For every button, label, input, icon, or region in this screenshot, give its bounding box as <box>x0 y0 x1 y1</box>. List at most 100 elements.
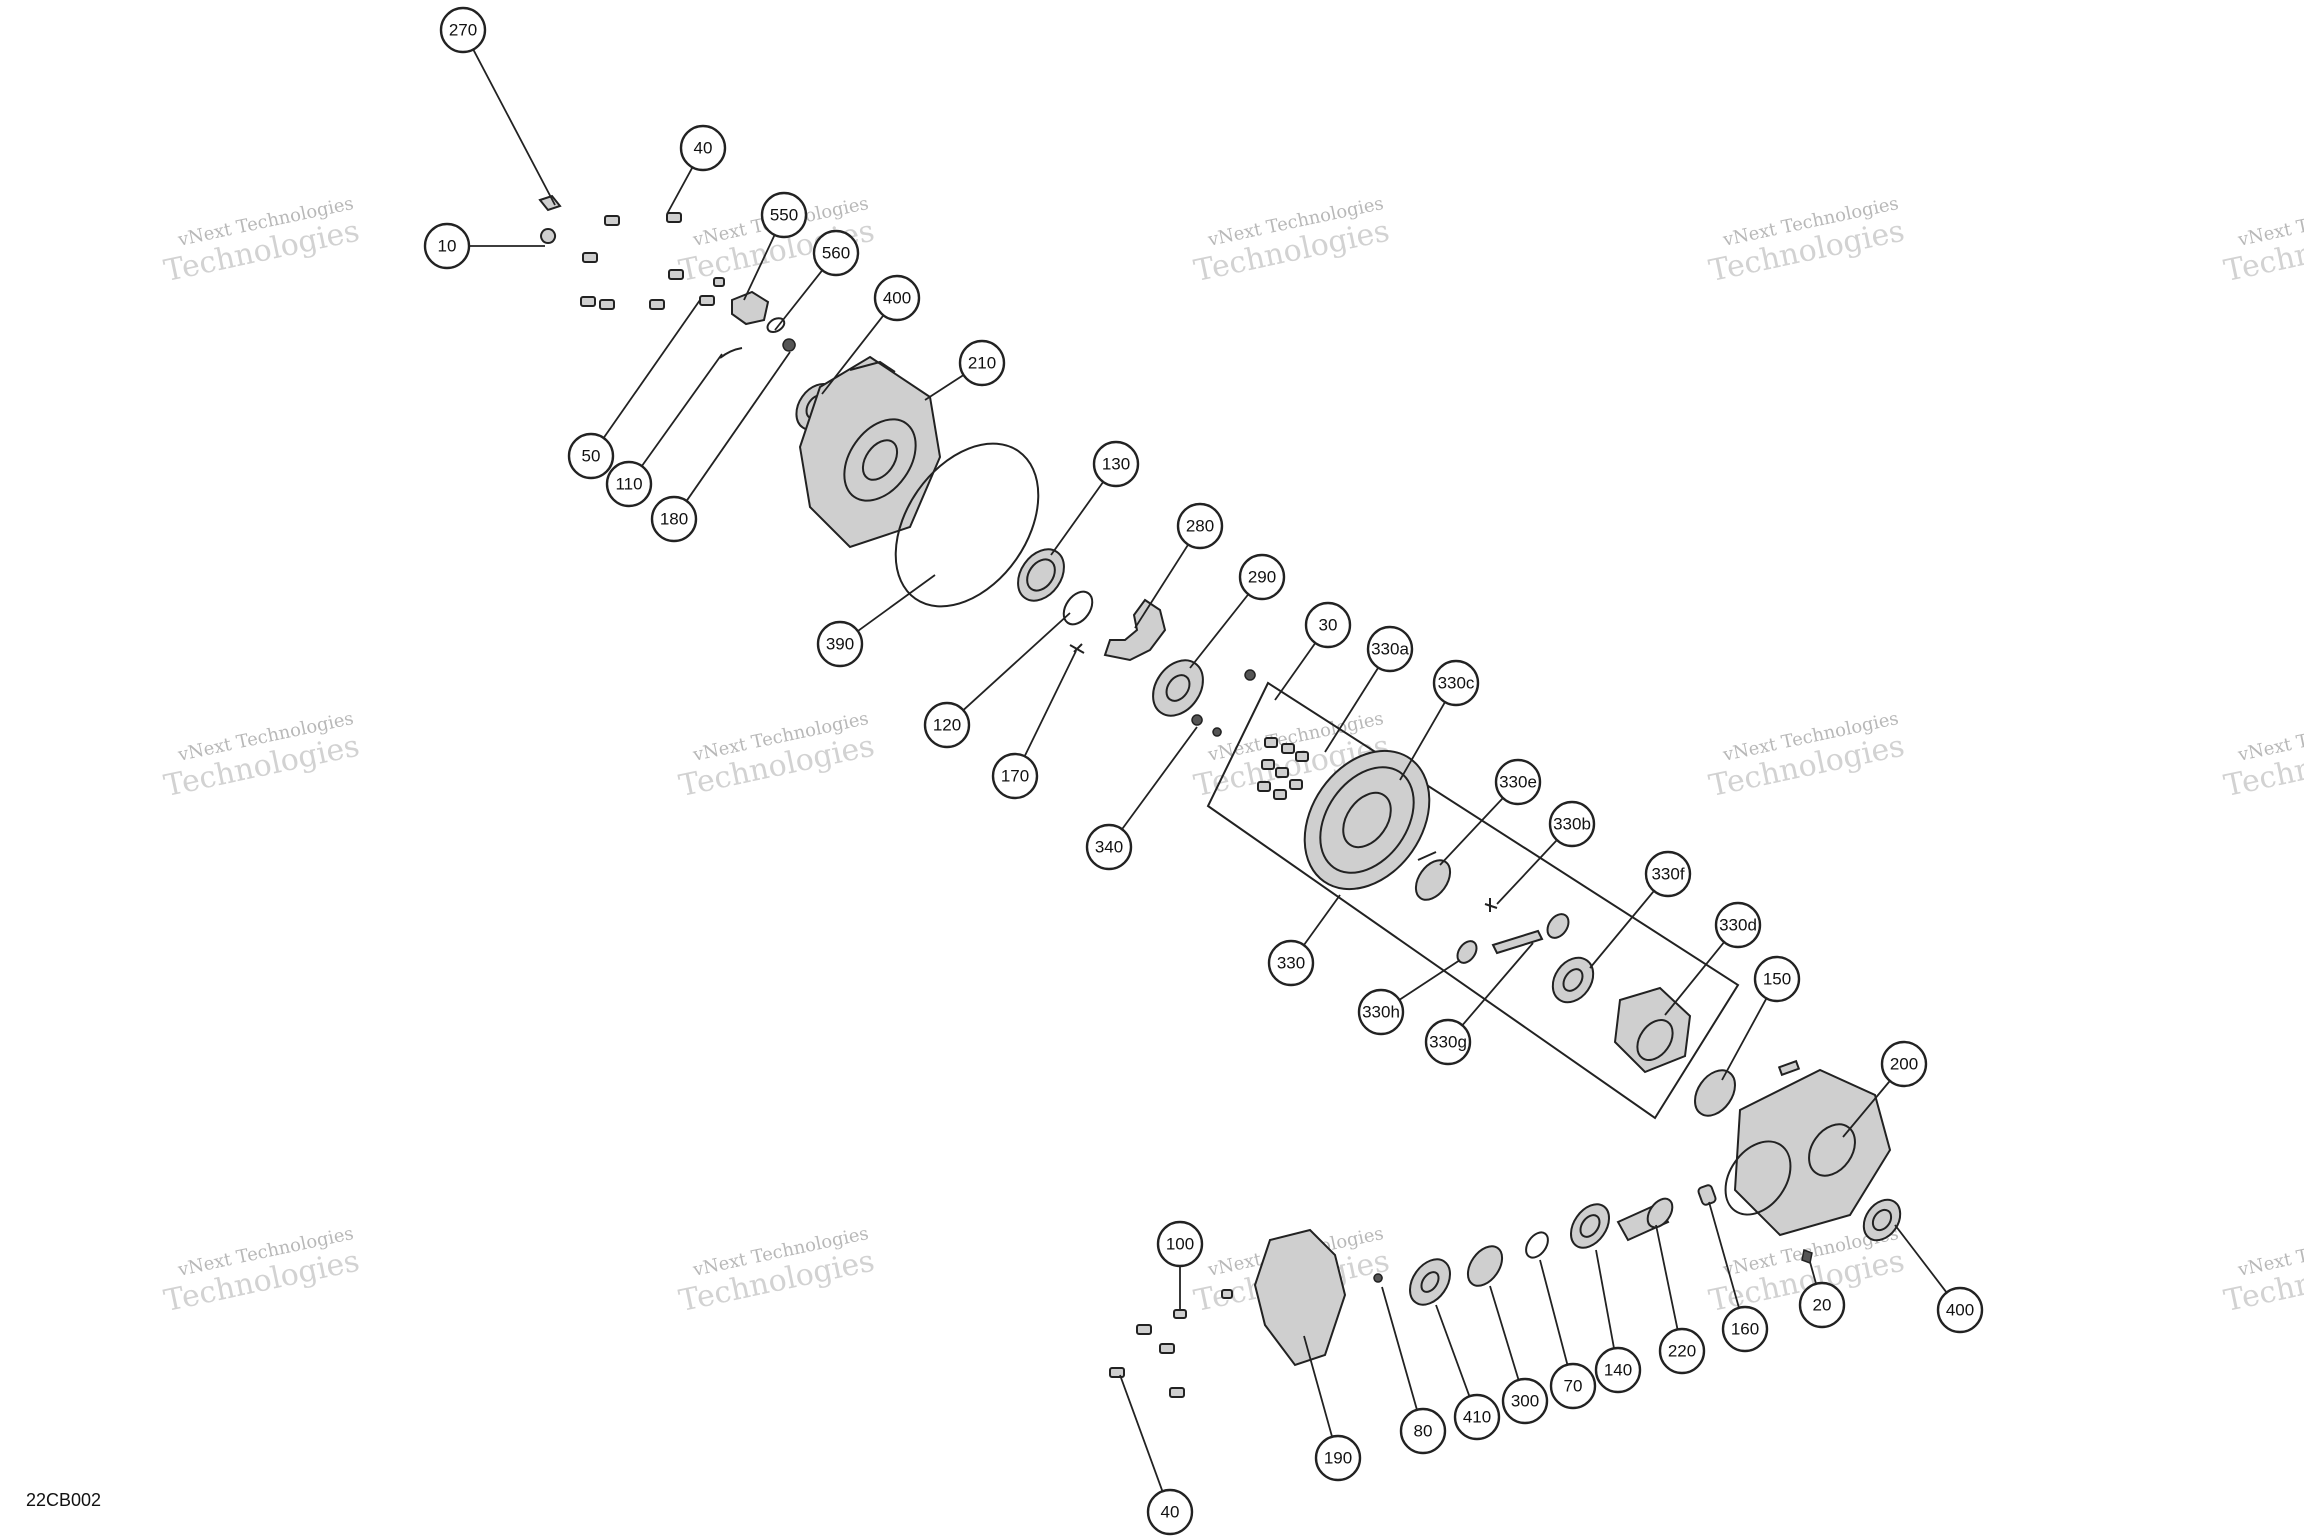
callout-circle <box>1453 1393 1501 1441</box>
callout-label: 330h <box>1362 1003 1400 1022</box>
callout-label: 560 <box>822 244 850 263</box>
leader-line <box>1439 797 1504 866</box>
callout-330b: 330b <box>1548 800 1596 848</box>
callout-circle <box>1501 1377 1549 1425</box>
callout-290: 290 <box>1238 553 1286 601</box>
callout-label: 150 <box>1763 970 1791 989</box>
leader-line <box>1721 997 1768 1081</box>
callout-210: 210 <box>958 339 1006 387</box>
callout-330a: 330a <box>1366 625 1414 673</box>
callout-label: 270 <box>449 21 477 40</box>
callout-label: 110 <box>615 475 642 494</box>
callout-label: 330f <box>1651 865 1684 884</box>
callout-label: 180 <box>660 510 688 529</box>
callout-410: 410 <box>1453 1393 1501 1441</box>
callout-label: 50 <box>582 447 601 466</box>
callout-circle <box>1721 1305 1769 1353</box>
bushing-part <box>1697 1184 1717 1206</box>
callout-label: 80 <box>1414 1422 1433 1441</box>
assembly-group-outline <box>1206 681 1740 1120</box>
callout-160: 160 <box>1721 1305 1769 1353</box>
callout-circle <box>1494 758 1542 806</box>
needle-bearing-part <box>1466 1245 1504 1287</box>
leader-line <box>1664 941 1725 1016</box>
leader-line <box>1119 1374 1164 1492</box>
leader-line <box>1121 726 1198 830</box>
leader-line <box>1496 839 1558 905</box>
callout-label: 100 <box>1166 1235 1194 1254</box>
callout-130: 130 <box>1092 440 1140 488</box>
callout-400: 400 <box>873 274 921 322</box>
callout-70: 70 <box>1549 1362 1597 1410</box>
leader-line <box>857 574 936 632</box>
callout-120: 120 <box>923 701 971 749</box>
leader-line <box>1274 642 1317 701</box>
callout-550: 550 <box>760 191 808 239</box>
side-gear-part <box>1546 913 1570 939</box>
callout-170: 170 <box>991 752 1039 800</box>
leader-line <box>666 166 694 215</box>
leader-line <box>962 612 1071 711</box>
housing-cover-part <box>798 355 942 549</box>
leader-line <box>1539 1259 1569 1365</box>
callout-circle <box>1753 955 1801 1003</box>
callout-330f: 330f <box>1644 850 1692 898</box>
callout-label: 280 <box>1186 517 1214 536</box>
callout-10: 10 <box>423 222 471 270</box>
callout-circle <box>816 620 864 668</box>
callout-circle <box>1267 939 1315 987</box>
callout-label: 140 <box>1604 1361 1632 1380</box>
leader-line <box>1809 1261 1817 1285</box>
callout-label: 210 <box>968 354 996 373</box>
callout-circle <box>1238 553 1286 601</box>
callout-circle <box>1880 1040 1928 1088</box>
shift-fork-part <box>1103 598 1167 662</box>
leader-line <box>1134 544 1189 629</box>
callout-label: 410 <box>1463 1408 1491 1427</box>
callout-circle <box>567 432 615 480</box>
callout-label: 550 <box>770 206 798 225</box>
callout-label: 330c <box>1438 674 1475 693</box>
leader-line <box>1708 1201 1740 1309</box>
callout-400: 400 <box>1936 1286 1984 1334</box>
callout-label: 160 <box>1731 1320 1759 1339</box>
callout-140: 140 <box>1594 1346 1642 1394</box>
leader-line <box>1595 1249 1615 1349</box>
leader-line <box>602 299 701 439</box>
callout-180: 180 <box>650 495 698 543</box>
bearing-part-410 <box>1409 1258 1451 1306</box>
pin-part <box>1069 643 1085 654</box>
callout-circle <box>679 124 727 172</box>
callout-circle <box>1146 1488 1194 1536</box>
callout-label: 120 <box>933 716 961 735</box>
seal-part-right <box>1862 1198 1902 1242</box>
pinion-shaft-part <box>1616 1197 1674 1242</box>
callout-circle <box>1314 1434 1362 1482</box>
callout-390: 390 <box>816 620 864 668</box>
callout-circle <box>1714 901 1762 949</box>
callout-40: 40 <box>679 124 727 172</box>
diagram-code-label: 22CB002 <box>26 1490 102 1510</box>
differential-case-part <box>1613 986 1692 1074</box>
leader-line <box>1303 1335 1333 1438</box>
callout-label: 330d <box>1719 916 1757 935</box>
callout-20: 20 <box>1798 1281 1846 1329</box>
callout-label: 190 <box>1324 1449 1352 1468</box>
leader-line <box>1050 481 1104 556</box>
callout-330: 330 <box>1267 939 1315 987</box>
callout-340: 340 <box>1085 823 1133 871</box>
callout-circle <box>605 460 653 508</box>
callout-label: 330g <box>1429 1033 1467 1052</box>
leader-line <box>1303 894 1341 946</box>
leader-line <box>1489 1285 1520 1381</box>
shaft-part <box>1491 929 1544 955</box>
callout-270: 270 <box>439 6 487 54</box>
callout-circle <box>1399 1407 1447 1455</box>
callout-80: 80 <box>1399 1407 1447 1455</box>
callout-280: 280 <box>1176 502 1224 550</box>
fastener-parts-lower <box>1109 1289 1233 1398</box>
